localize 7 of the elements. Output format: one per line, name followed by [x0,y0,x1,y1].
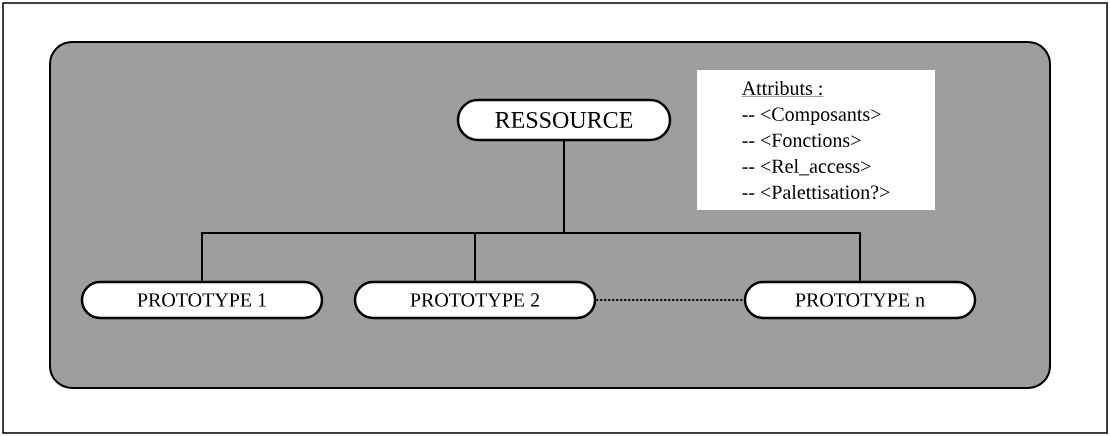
rounded-box: RESSOURCE [456,98,672,142]
attribute-list: Attributs : -- <Composants> -- <Fonctions> -- <Rel_access> -- <Palettisation?> [697,70,935,210]
rounded-box: PROTOTYPE 1 [80,280,324,320]
connector-line [563,140,861,282]
dotted-line [595,299,745,301]
rounded-box: PROTOTYPE n [743,280,977,320]
rounded-box: PROTOTYPE 2 [353,280,597,320]
